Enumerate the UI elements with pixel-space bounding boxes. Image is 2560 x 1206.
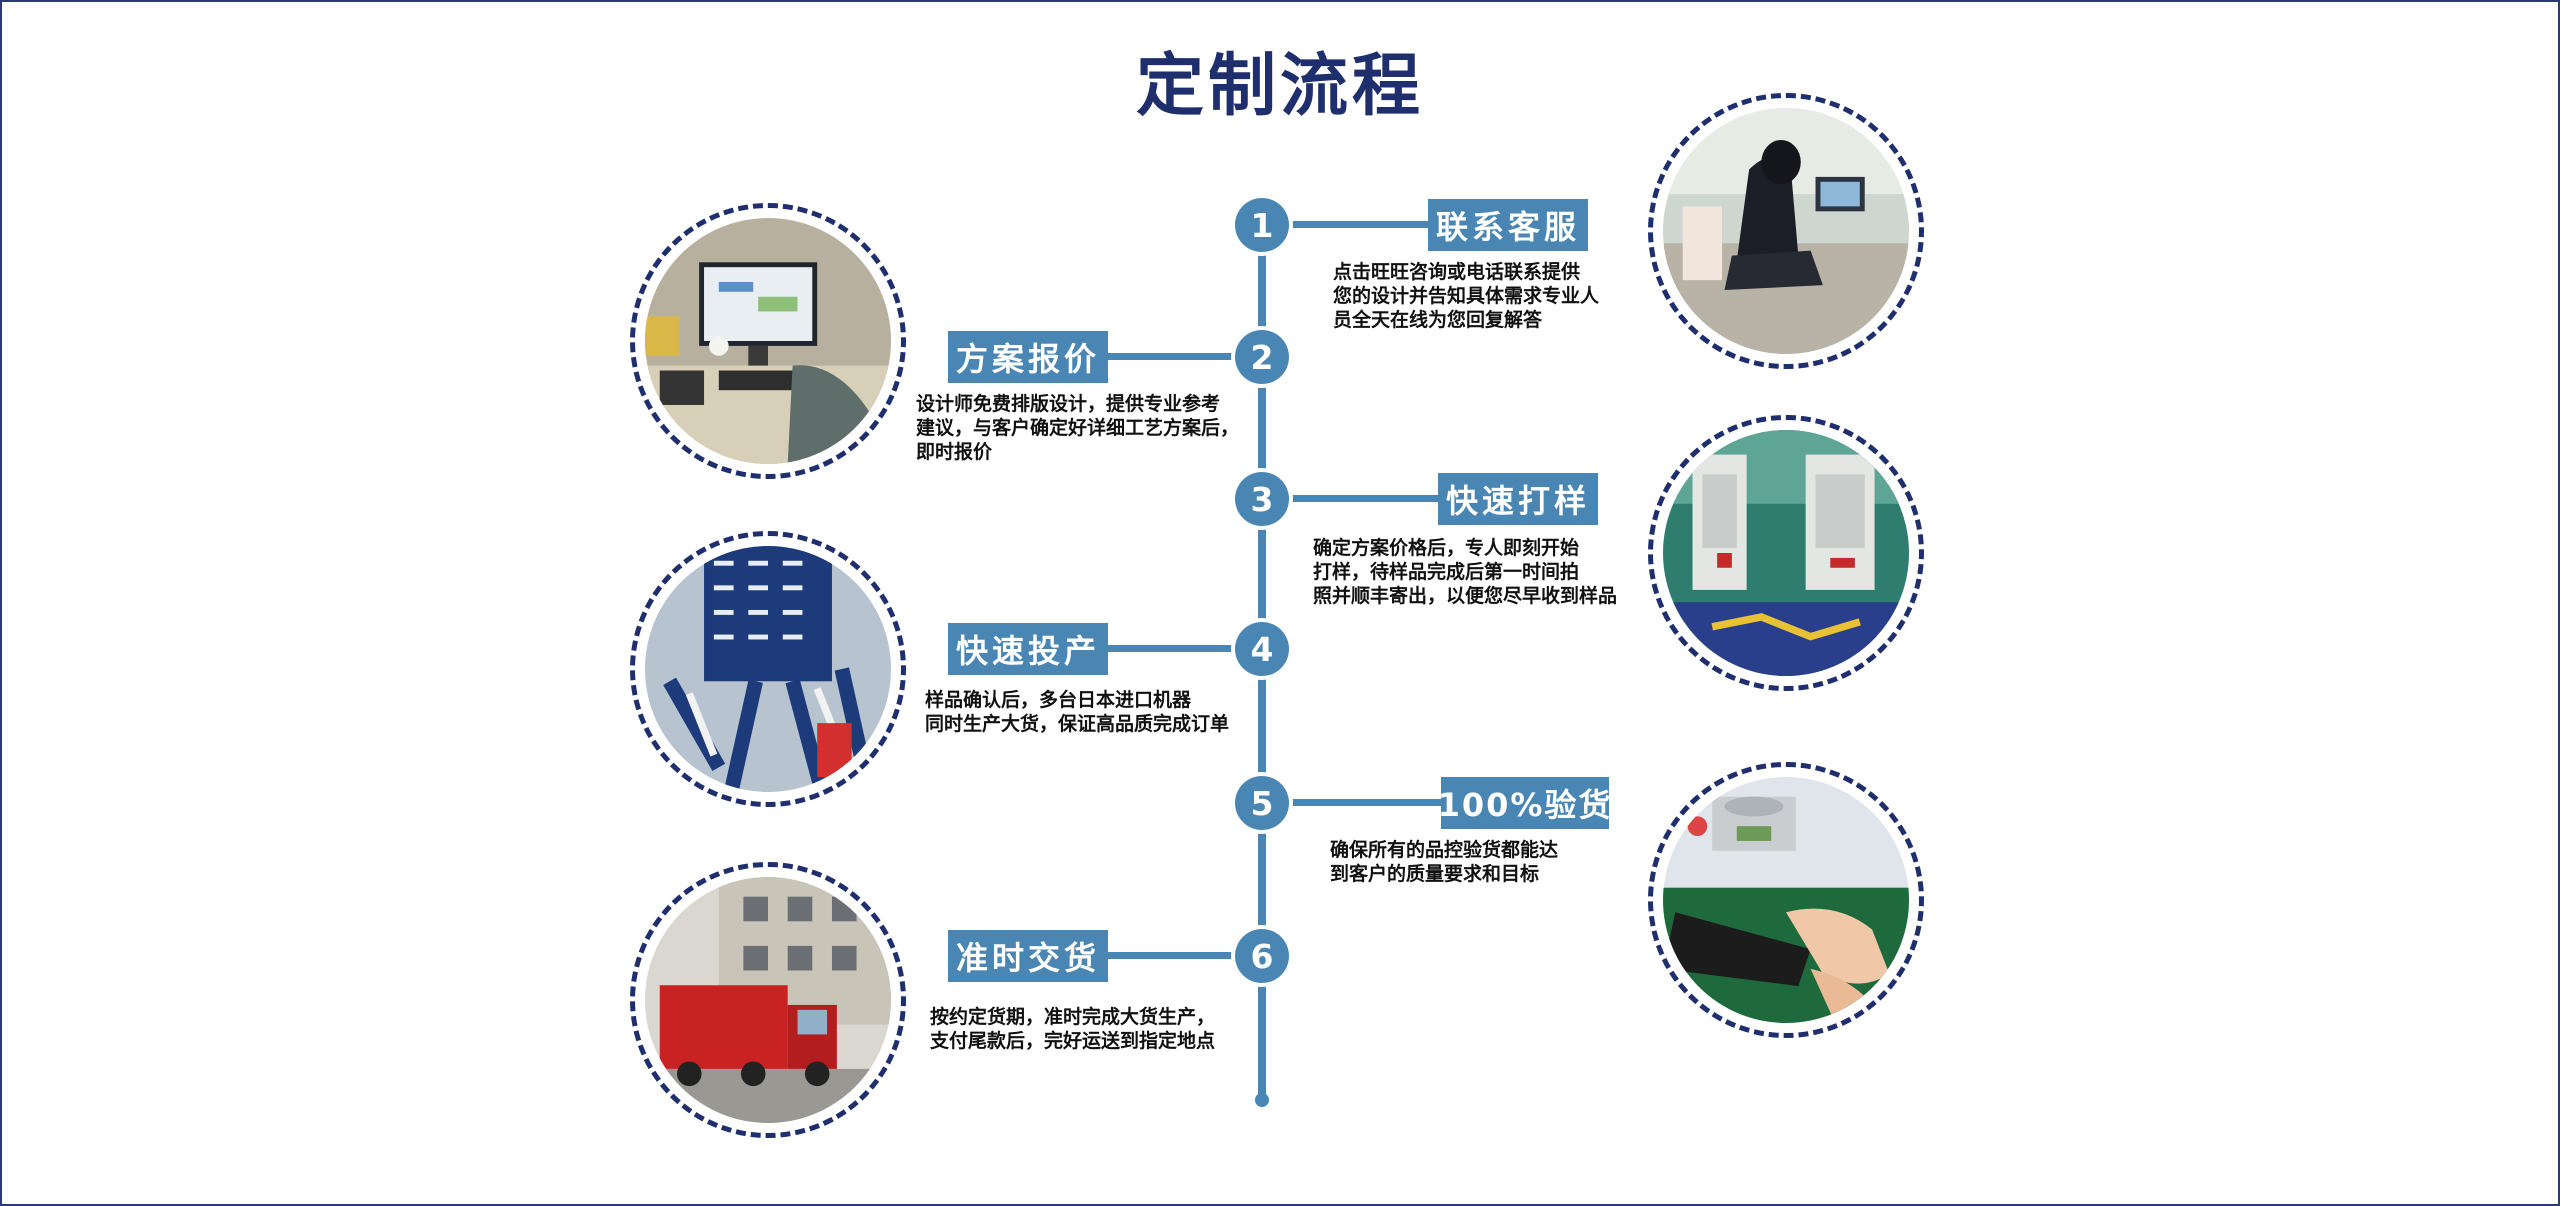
- step-2-connector: [1100, 353, 1260, 360]
- step-1-photo: [1648, 93, 1924, 369]
- step-5-label: 100%验货: [1438, 777, 1610, 829]
- timeline-end-dot: [1255, 1093, 1269, 1107]
- step-4-label: 快速投产: [948, 623, 1108, 675]
- step-3-description: 确定方案价格后，专人即刻开始 打样，待样品完成后第一时间拍 照并顺丰寄出，以便您…: [1313, 537, 1618, 607]
- step-2-description: 设计师免费排版设计，提供专业参考 建议，与客户确定好详细工艺方案后， 即时报价: [916, 393, 1240, 463]
- step-4-number: 4: [1235, 622, 1289, 676]
- step-5-photo: [1648, 762, 1924, 1038]
- step-1-description: 点击旺旺咨询或电话联系提供 您的设计并告知具体需求专业人 员全天在线为您回复解答: [1333, 261, 1600, 331]
- step-6-description: 按约定货期，准时完成大货生产， 支付尾款后，完好运送到指定地点: [930, 1006, 1216, 1052]
- step-5-connector: [1288, 799, 1448, 806]
- step-5-number: 5: [1235, 776, 1289, 830]
- step-3-connector: [1288, 495, 1448, 502]
- step-4-photo: [630, 531, 906, 807]
- step-5-description: 确保所有的品控验货都能达 到客户的质量要求和目标: [1330, 839, 1559, 885]
- step-3-number: 3: [1235, 472, 1289, 526]
- step-1-label: 联系客服: [1428, 199, 1588, 251]
- step-1-number: 1: [1235, 198, 1289, 252]
- step-6-number: 6: [1235, 929, 1289, 983]
- step-4-connector: [1100, 645, 1260, 652]
- step-2-photo: [630, 203, 906, 479]
- step-6-connector: [1100, 952, 1260, 959]
- step-3-label: 快速打样: [1438, 473, 1598, 525]
- step-2-label: 方案报价: [948, 331, 1108, 383]
- step-6-photo: [630, 862, 906, 1138]
- step-6-label: 准时交货: [948, 930, 1108, 982]
- step-1-connector: [1288, 221, 1428, 228]
- step-4-description: 样品确认后，多台日本进口机器 同时生产大货，保证高品质完成订单: [925, 689, 1230, 735]
- step-3-photo: [1648, 415, 1924, 691]
- page-title: 定制流程: [1135, 47, 1424, 126]
- step-2-number: 2: [1235, 330, 1289, 384]
